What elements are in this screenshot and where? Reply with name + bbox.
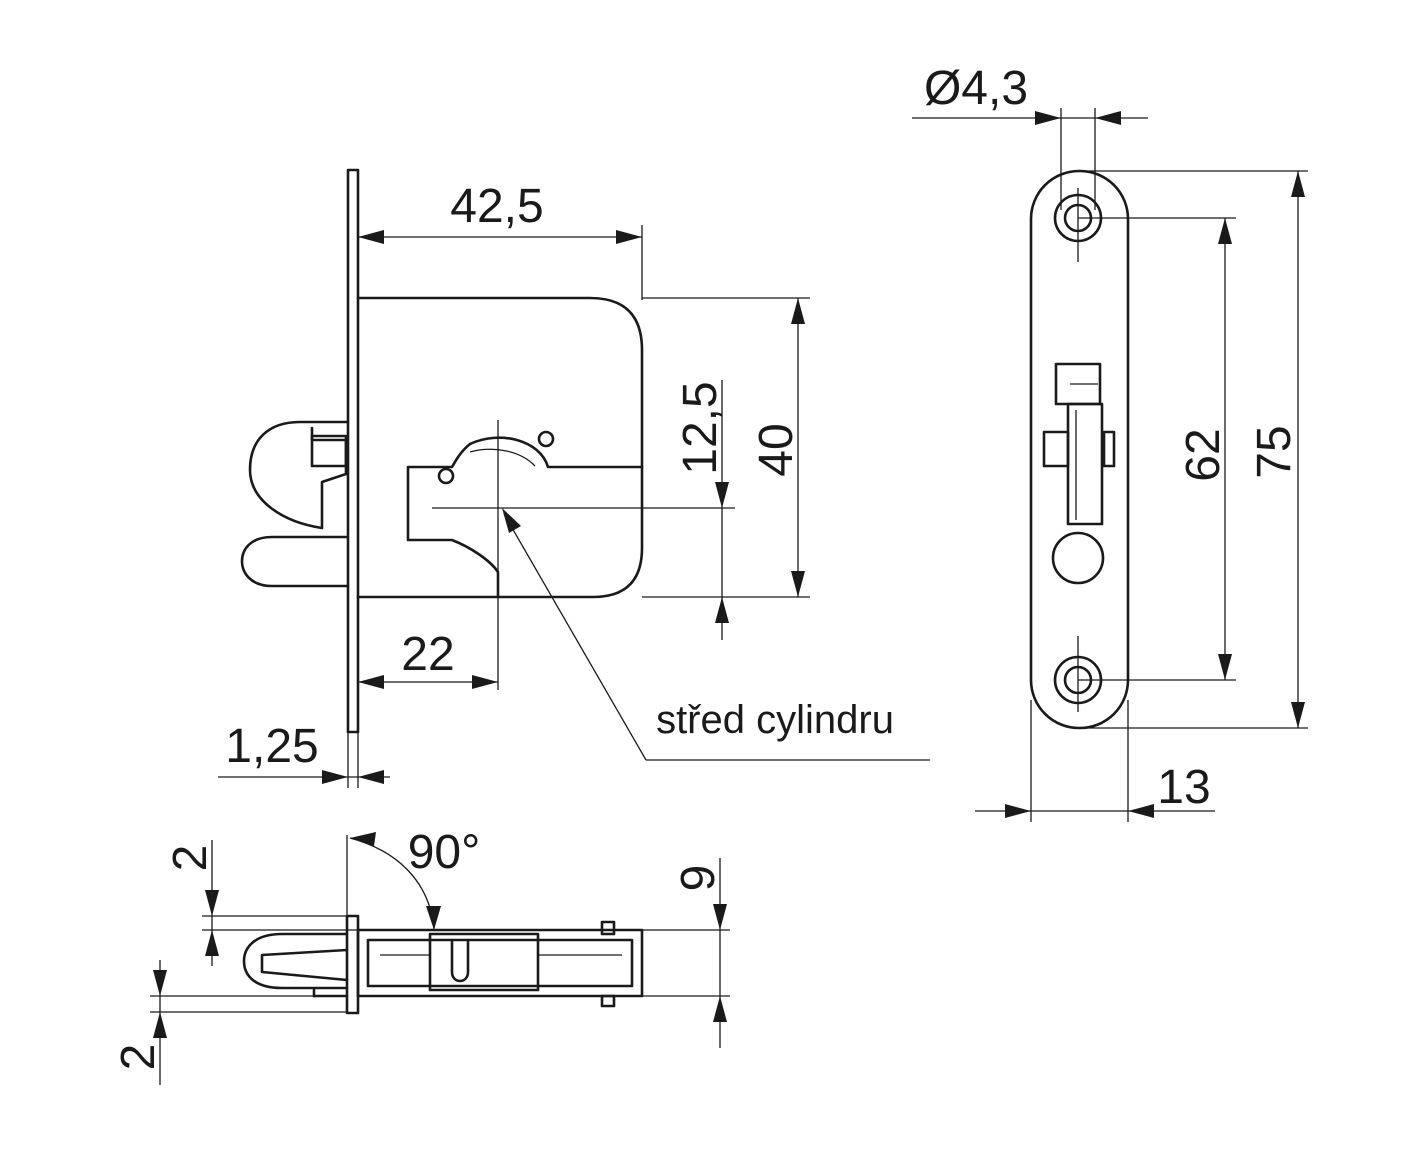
dim-top-2: 2 <box>164 840 358 966</box>
dim-body-height-label: 40 <box>750 423 803 476</box>
dim-40: 40 <box>642 297 810 598</box>
faceplate-side <box>346 168 360 734</box>
cutout-inner <box>469 448 536 467</box>
dim-75: 75 <box>1078 170 1308 729</box>
dead-latch <box>240 535 350 588</box>
dim-bottom-offset-label: 2 <box>112 1044 165 1071</box>
dim-hole-diameter-label: Ø4,3 <box>924 62 1028 115</box>
dim-thickness-label: 9 <box>672 865 725 892</box>
dim-hole-spacing-label: 62 <box>1177 428 1230 481</box>
dim-bottom-2: 2 <box>112 960 347 1085</box>
dim-cylinder-offset-label: 12,5 <box>674 381 727 474</box>
cylinder-center-callout: střed cylindru <box>502 508 930 761</box>
dim-plate-height-label: 75 <box>1248 425 1301 478</box>
dim-62: 62 <box>1078 217 1236 681</box>
dim-plate-width-label: 13 <box>1157 761 1210 814</box>
cylinder-cutout <box>406 436 644 599</box>
dim-12-5: 12,5 <box>674 380 729 640</box>
hook-slot <box>1042 362 1116 526</box>
dim-42-5: 42,5 <box>358 180 643 300</box>
dim-top-offset-label: 2 <box>164 845 217 872</box>
dim-backset-label: 22 <box>401 628 454 681</box>
dim-13: 13 <box>975 700 1215 822</box>
top-cylinder-block <box>428 932 540 992</box>
hook-bolt <box>248 420 350 530</box>
dim-22: 22 <box>358 628 498 689</box>
dim-faceplate-thickness-label: 1,25 <box>225 720 318 773</box>
cutout-hole <box>437 467 455 485</box>
dim-9: 9 <box>614 858 730 1048</box>
dim-angle: 90° <box>346 826 481 931</box>
front-view: 42,5 40 12,5 22 <box>218 168 930 788</box>
top-latch <box>242 932 349 990</box>
cylinder-hole <box>1051 531 1105 585</box>
cylinder-center-label: střed cylindru <box>656 698 894 742</box>
lock-case <box>356 296 644 599</box>
dim-angle-label: 90° <box>408 826 481 879</box>
dim-1-25: 1,25 <box>218 720 390 788</box>
pin-hole <box>537 430 555 448</box>
top-view: 90° 2 2 9 <box>112 826 730 1085</box>
hook-bolt-stem <box>310 434 348 468</box>
top-body <box>356 928 644 998</box>
dim-depth-label: 42,5 <box>450 180 543 233</box>
dim-hole-diameter: Ø4,3 <box>912 62 1148 210</box>
faceplate-view: Ø4,3 62 75 13 <box>912 62 1308 822</box>
